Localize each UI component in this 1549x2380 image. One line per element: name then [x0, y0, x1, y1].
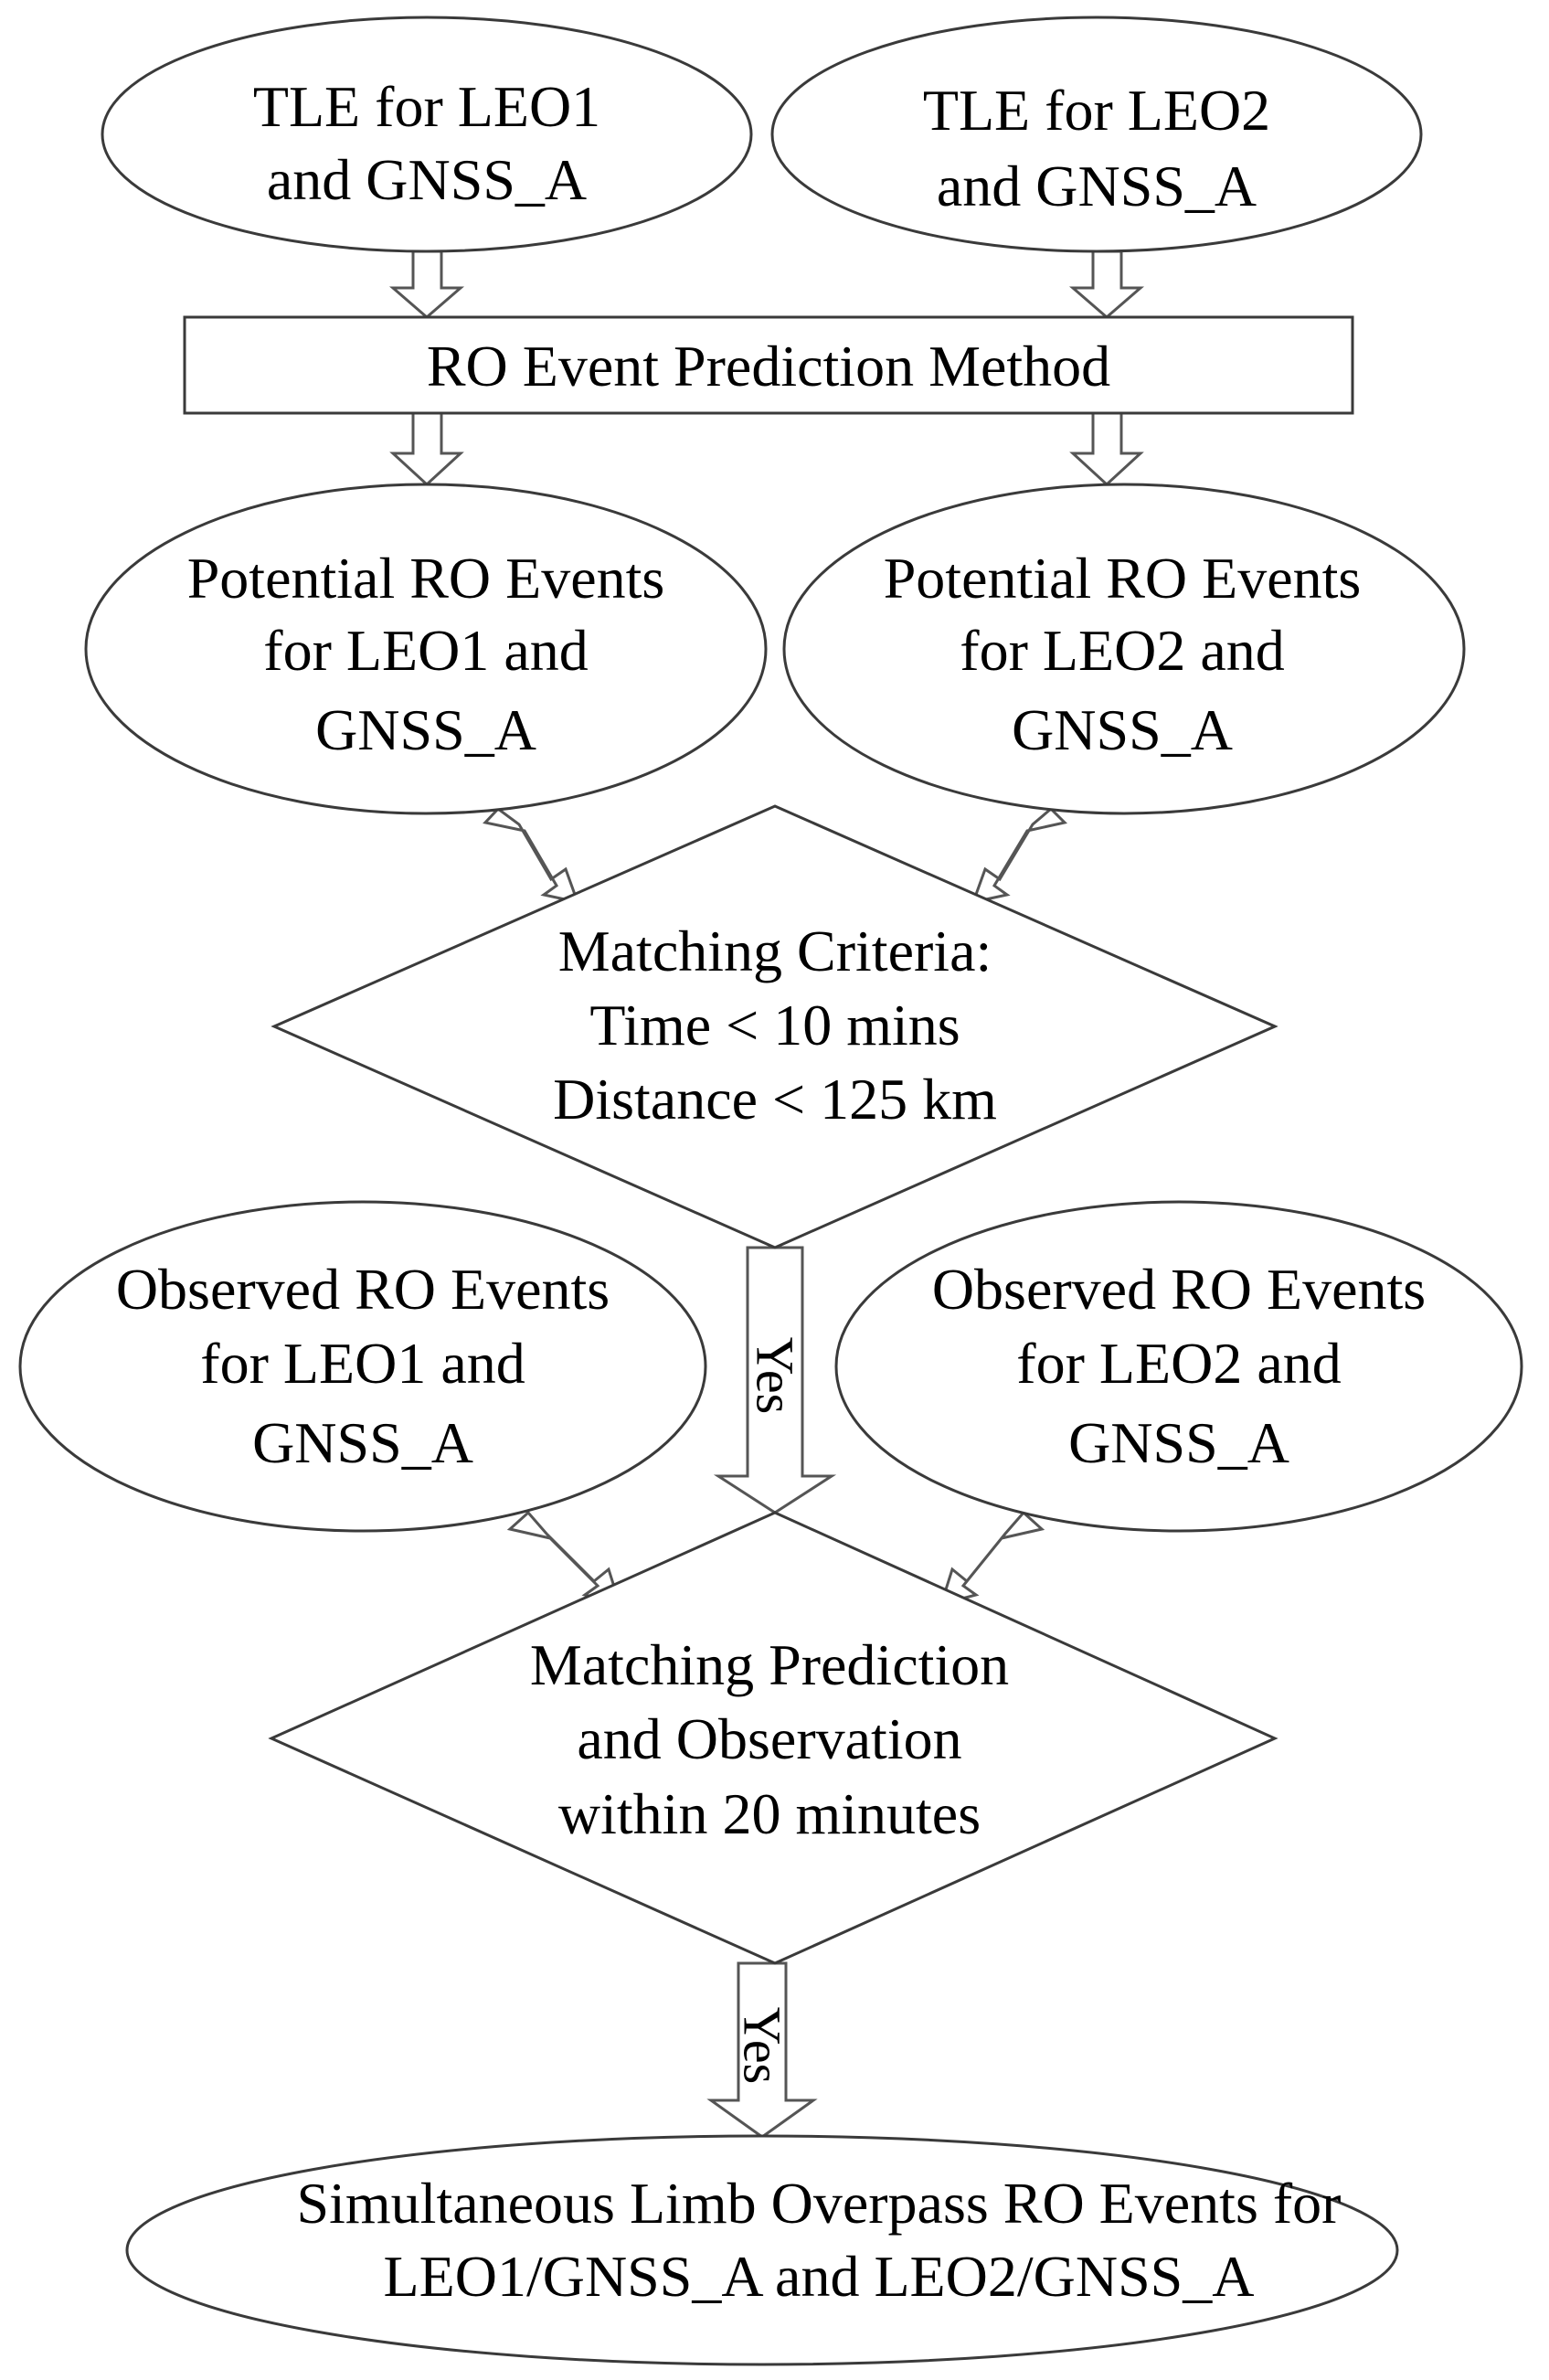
arrow-method-to-potential-leo2	[1069, 411, 1144, 487]
text-simultaneous: Simultaneous Limb Overpass RO Events for…	[297, 2171, 1342, 2309]
arrow-criteria-to-prediction	[713, 1246, 837, 1514]
text-observed-leo2: Observed RO Events for LEO2 and GNSS_A	[932, 1257, 1426, 1475]
text-observed-leo1: Observed RO Events for LEO1 and GNSS_A	[116, 1257, 610, 1475]
svg-text:for LEO1 and: for LEO1 and	[263, 618, 588, 683]
text-matching-criteria: Matching Criteria: Time < 10 mins Distan…	[553, 919, 997, 1132]
svg-text:for LEO2 and: for LEO2 and	[1016, 1331, 1341, 1396]
arrow-method-to-potential-leo1	[389, 411, 464, 487]
node-matching-prediction	[268, 1511, 1278, 1965]
svg-text:for LEO2 and: for LEO2 and	[960, 618, 1284, 683]
svg-text:within 20 minutes: within 20 minutes	[558, 1781, 981, 1846]
node-simultaneous	[125, 2134, 1399, 2366]
svg-text:GNSS_A: GNSS_A	[252, 1410, 473, 1475]
node-tle-leo2	[770, 16, 1423, 253]
node-tle-leo1	[101, 16, 753, 253]
svg-text:Matching Prediction: Matching Prediction	[530, 1632, 1009, 1697]
svg-text:for LEO1 and: for LEO1 and	[200, 1331, 525, 1396]
svg-text:and GNSS_A: and GNSS_A	[267, 147, 587, 212]
node-prediction-method	[183, 315, 1354, 415]
text-prediction-method: RO Event Prediction Method	[427, 334, 1110, 398]
text-tle-leo2: TLE for LEO2 and GNSS_A	[923, 78, 1270, 218]
svg-text:Observed RO Events: Observed RO Events	[932, 1257, 1426, 1322]
svg-text:TLE for LEO1: TLE for LEO1	[253, 74, 600, 139]
svg-text:Observed RO Events: Observed RO Events	[116, 1257, 610, 1322]
text-potential-leo1: Potential RO Events for LEO1 and GNSS_A	[187, 546, 665, 762]
text-tle-leo1: TLE for LEO1 and GNSS_A	[253, 74, 600, 212]
svg-text:GNSS_A: GNSS_A	[1012, 697, 1233, 762]
svg-text:Potential RO Events: Potential RO Events	[884, 546, 1362, 611]
node-potential-leo1	[84, 483, 768, 815]
yes-label-1: Yes	[746, 1337, 805, 1414]
svg-text:Time < 10 mins: Time < 10 mins	[589, 993, 960, 1057]
node-potential-leo2	[782, 483, 1466, 815]
arrow-prediction-to-simultaneous	[706, 1961, 818, 2139]
svg-text:and GNSS_A: and GNSS_A	[937, 154, 1257, 218]
svg-text:LEO1/GNSS_A and LEO2/GNSS_A: LEO1/GNSS_A and LEO2/GNSS_A	[384, 2244, 1255, 2309]
arrow-potential-leo1-to-criteria	[483, 806, 580, 905]
svg-text:RO Event Prediction Method: RO Event Prediction Method	[427, 334, 1110, 398]
svg-text:Matching Criteria:: Matching Criteria:	[558, 919, 992, 983]
text-matching-prediction: Matching Prediction and Observation with…	[530, 1632, 1009, 1846]
node-matching-criteria	[271, 804, 1278, 1249]
node-observed-leo2	[834, 1200, 1523, 1533]
svg-text:Potential RO Events: Potential RO Events	[187, 546, 665, 611]
svg-text:Simultaneous Limb Overpass RO: Simultaneous Limb Overpass RO Events for	[297, 2171, 1342, 2236]
arrow-potential-leo2-to-criteria	[971, 806, 1067, 905]
svg-text:GNSS_A: GNSS_A	[1068, 1410, 1289, 1475]
svg-text:and Observation: and Observation	[577, 1706, 961, 1771]
arrow-tle-leo1-to-method	[388, 250, 465, 319]
yes-label-2: Yes	[733, 2007, 792, 2084]
arrow-observed-leo2-to-prediction	[939, 1510, 1045, 1607]
svg-text:GNSS_A: GNSS_A	[315, 697, 536, 762]
arrow-tle-leo2-to-method	[1068, 250, 1145, 319]
text-potential-leo2: Potential RO Events for LEO2 and GNSS_A	[884, 546, 1362, 762]
svg-text:TLE for LEO2: TLE for LEO2	[923, 78, 1270, 143]
node-observed-leo1	[18, 1200, 707, 1533]
svg-text:Distance < 125 km: Distance < 125 km	[553, 1067, 997, 1132]
